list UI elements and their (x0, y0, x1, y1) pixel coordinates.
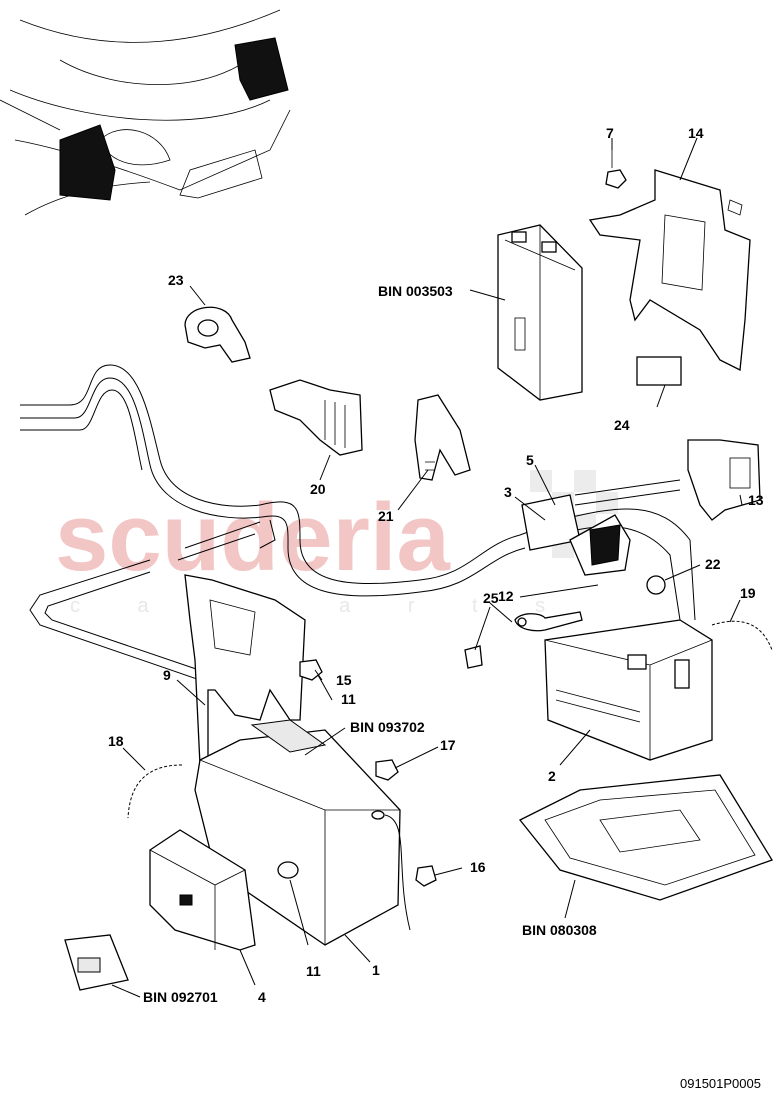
nut-15 (299, 659, 323, 681)
car-overview-illustration (0, 9, 291, 216)
clip-21 (414, 394, 471, 481)
label-16: 16 (470, 859, 486, 875)
label-5: 5 (526, 452, 534, 468)
fuse-relay-5 (521, 494, 631, 576)
label-19: 19 (740, 585, 756, 601)
nut-7 (605, 148, 627, 189)
harness-19 (711, 620, 773, 651)
harness-18 (127, 764, 183, 819)
bracket-13 (687, 439, 761, 521)
label-1: 1 (372, 962, 380, 978)
clamp-23 (184, 306, 251, 363)
label-17: 17 (440, 737, 456, 753)
drawing-number: 091501P0005 (680, 1076, 761, 1091)
label-13: 13 (748, 492, 764, 508)
bracket-14 (588, 169, 751, 372)
cap-22 (646, 575, 666, 595)
pad-24 (636, 356, 682, 386)
battery-2 (544, 619, 713, 761)
plug-25 (464, 645, 483, 669)
label-11-bottom: 11 (306, 963, 321, 979)
label-22: 22 (705, 556, 721, 572)
label-18: 18 (108, 733, 124, 749)
label-bin-093702: BIN 093702 (350, 719, 425, 735)
battery-tray-080308 (518, 774, 773, 901)
label-9: 9 (163, 667, 171, 683)
callout-labels: 7 14 BIN 003503 24 23 20 21 5 3 13 22 19… (108, 125, 764, 1091)
control-module-003503 (497, 224, 583, 401)
label-25: 25 (483, 590, 499, 606)
label-14: 14 (688, 125, 704, 141)
label-20: 20 (310, 481, 326, 497)
connector-20 (269, 379, 363, 456)
terminal-12 (514, 611, 583, 632)
label-2: 2 (548, 768, 556, 784)
grommet-11 (277, 861, 299, 879)
leader-lines (111, 137, 743, 998)
label-3: 3 (504, 484, 512, 500)
sensor-092701 (64, 934, 129, 991)
label-21: 21 (378, 508, 394, 524)
control-unit-4 (149, 829, 256, 951)
nut-17 (375, 759, 399, 781)
label-24: 24 (614, 417, 630, 433)
label-7: 7 (606, 125, 614, 141)
cap-16 (415, 865, 437, 887)
label-12: 12 (498, 588, 514, 604)
label-23: 23 (168, 272, 184, 288)
label-bin-092701: BIN 092701 (143, 989, 218, 1005)
watermark-text: scuderia (55, 484, 450, 591)
label-bin-003503: BIN 003503 (378, 283, 453, 299)
label-15: 15 (336, 672, 352, 688)
label-4: 4 (258, 989, 266, 1005)
bracket-9 (184, 574, 306, 766)
label-bin-080308: BIN 080308 (522, 922, 597, 938)
label-11-top: 11 (341, 691, 356, 707)
